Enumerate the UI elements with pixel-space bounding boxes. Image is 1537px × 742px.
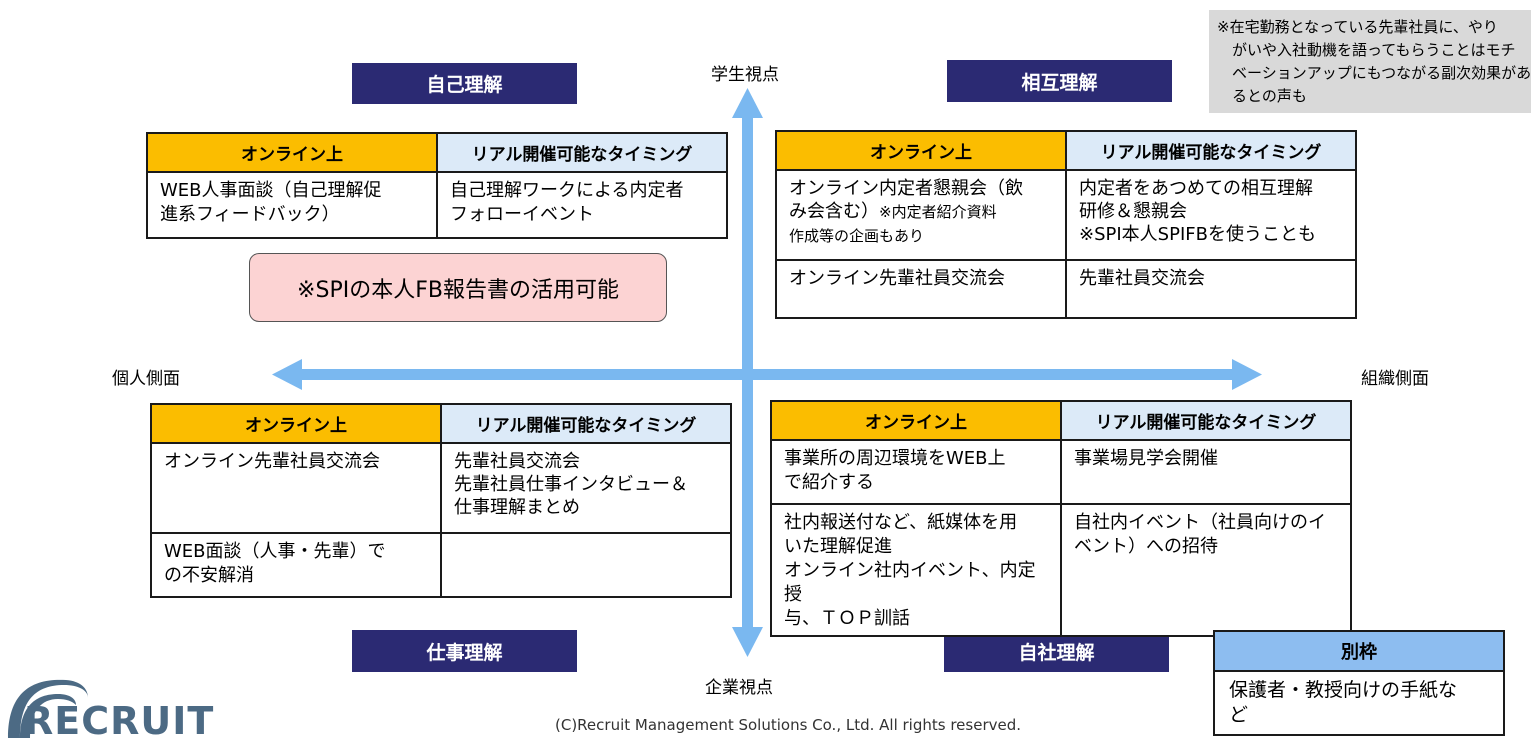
copyright: (C)Recruit Management Solutions Co., Ltd… bbox=[555, 716, 1022, 734]
recruit-logo: RECRUIT bbox=[8, 679, 214, 742]
cell-real: 先輩社員交流会 先輩社員仕事インタビュー＆ 仕事理解まとめ bbox=[440, 442, 732, 534]
header-real: リアル開催可能なタイミング bbox=[436, 132, 728, 173]
cell-real: 内定者をあつめての相互理解 研修＆懇親会 ※SPI本人SPIFBを使うことも bbox=[1065, 169, 1357, 261]
header-online: オンライン上 bbox=[775, 130, 1067, 171]
cell-online: オンライン先輩社員交流会 bbox=[775, 259, 1067, 319]
header-online: オンライン上 bbox=[146, 132, 438, 173]
left-arrow-head bbox=[272, 359, 302, 390]
cell-real: 自己理解ワークによる内定者 フォローイベント bbox=[436, 171, 728, 239]
logo-text: RECRUIT bbox=[24, 699, 214, 742]
logo-swoosh-inner bbox=[20, 694, 76, 738]
table-company-understanding: オンライン上 リアル開催可能なタイミング 事業所の周辺環境をWEB上 で紹介する… bbox=[770, 400, 1352, 637]
cell-online-text: オンライン内定者懇親会（飲 み会含む） bbox=[789, 178, 1023, 222]
axis-label-bottom: 企業視点 bbox=[705, 678, 773, 698]
cell-online-note-2: 作成等の企画もあり bbox=[789, 227, 925, 245]
note-line: るとの声も bbox=[1217, 87, 1307, 105]
axis-label-top: 学生視点 bbox=[711, 65, 779, 85]
title-company-understanding: 自社理解 bbox=[944, 630, 1169, 672]
separate-header: 別枠 bbox=[1215, 632, 1503, 672]
cell-real: 自社内イベント（社員向けのイ ベント）への招待 bbox=[1060, 503, 1352, 637]
table-work-understanding: オンライン上 リアル開催可能なタイミング オンライン先輩社員交流会 先輩社員交流… bbox=[150, 403, 732, 598]
header-real: リアル開催可能なタイミング bbox=[1065, 130, 1357, 171]
header-online: オンライン上 bbox=[150, 403, 442, 444]
down-arrow-head bbox=[732, 627, 763, 657]
title-work-understanding: 仕事理解 bbox=[352, 630, 577, 672]
note-line: ※在宅勤務となっている先輩社員に、やり bbox=[1217, 18, 1498, 36]
cell-real bbox=[440, 532, 732, 598]
up-arrow-head bbox=[732, 88, 763, 118]
title-mutual-understanding: 相互理解 bbox=[947, 60, 1172, 102]
cell-online: 社内報送付など、紙媒体を用 いた理解促進 オンライン社内イベント、内定授 与、Ｔ… bbox=[770, 503, 1062, 637]
cell-online: WEB人事面談（自己理解促 進系フィードバック） bbox=[146, 171, 438, 239]
cell-real: 事業場見学会開催 bbox=[1060, 439, 1352, 505]
separate-box: 別枠 保護者・教授向けの手紙な ど bbox=[1213, 630, 1505, 736]
note-line: がいや入社動機を語ってもらうことはモチ bbox=[1217, 41, 1516, 59]
cell-online: オンライン内定者懇親会（飲 み会含む）※内定者紹介資料 作成等の企画もあり bbox=[775, 169, 1067, 261]
right-arrow-head bbox=[1232, 359, 1262, 390]
axis-label-right: 組織側面 bbox=[1361, 369, 1429, 389]
header-real: リアル開催可能なタイミング bbox=[1060, 400, 1352, 441]
cell-online: WEB面談（人事・先輩）で の不安解消 bbox=[150, 532, 442, 598]
axis-label-left: 個人側面 bbox=[112, 369, 180, 389]
spi-note-box: ※SPIの本人FB報告書の活用可能 bbox=[249, 253, 667, 322]
table-mutual-understanding: オンライン上 リアル開催可能なタイミング オンライン内定者懇親会（飲 み会含む）… bbox=[775, 130, 1357, 319]
note-line: ベーションアップにもつながる副次効果があ bbox=[1217, 64, 1532, 82]
spi-note-text: ※SPIの本人FB報告書の活用可能 bbox=[297, 277, 619, 303]
header-online: オンライン上 bbox=[770, 400, 1062, 441]
table-self-understanding: オンライン上 リアル開催可能なタイミング WEB人事面談（自己理解促 進系フィー… bbox=[146, 132, 728, 239]
separate-body: 保護者・教授向けの手紙な ど bbox=[1229, 679, 1458, 726]
note-box: ※在宅勤務となっている先輩社員に、やり がいや入社動機を語ってもらうことはモチ … bbox=[1209, 10, 1531, 113]
horizontal-axis-line bbox=[300, 369, 1235, 380]
header-real: リアル開催可能なタイミング bbox=[440, 403, 732, 444]
cell-real: 先輩社員交流会 bbox=[1065, 259, 1357, 319]
cell-online-note: ※内定者紹介資料 bbox=[879, 203, 997, 221]
logo-swoosh bbox=[8, 679, 88, 738]
title-self-understanding: 自己理解 bbox=[352, 63, 577, 104]
cell-online: 事業所の周辺環境をWEB上 で紹介する bbox=[770, 439, 1062, 505]
cell-online: オンライン先輩社員交流会 bbox=[150, 442, 442, 534]
